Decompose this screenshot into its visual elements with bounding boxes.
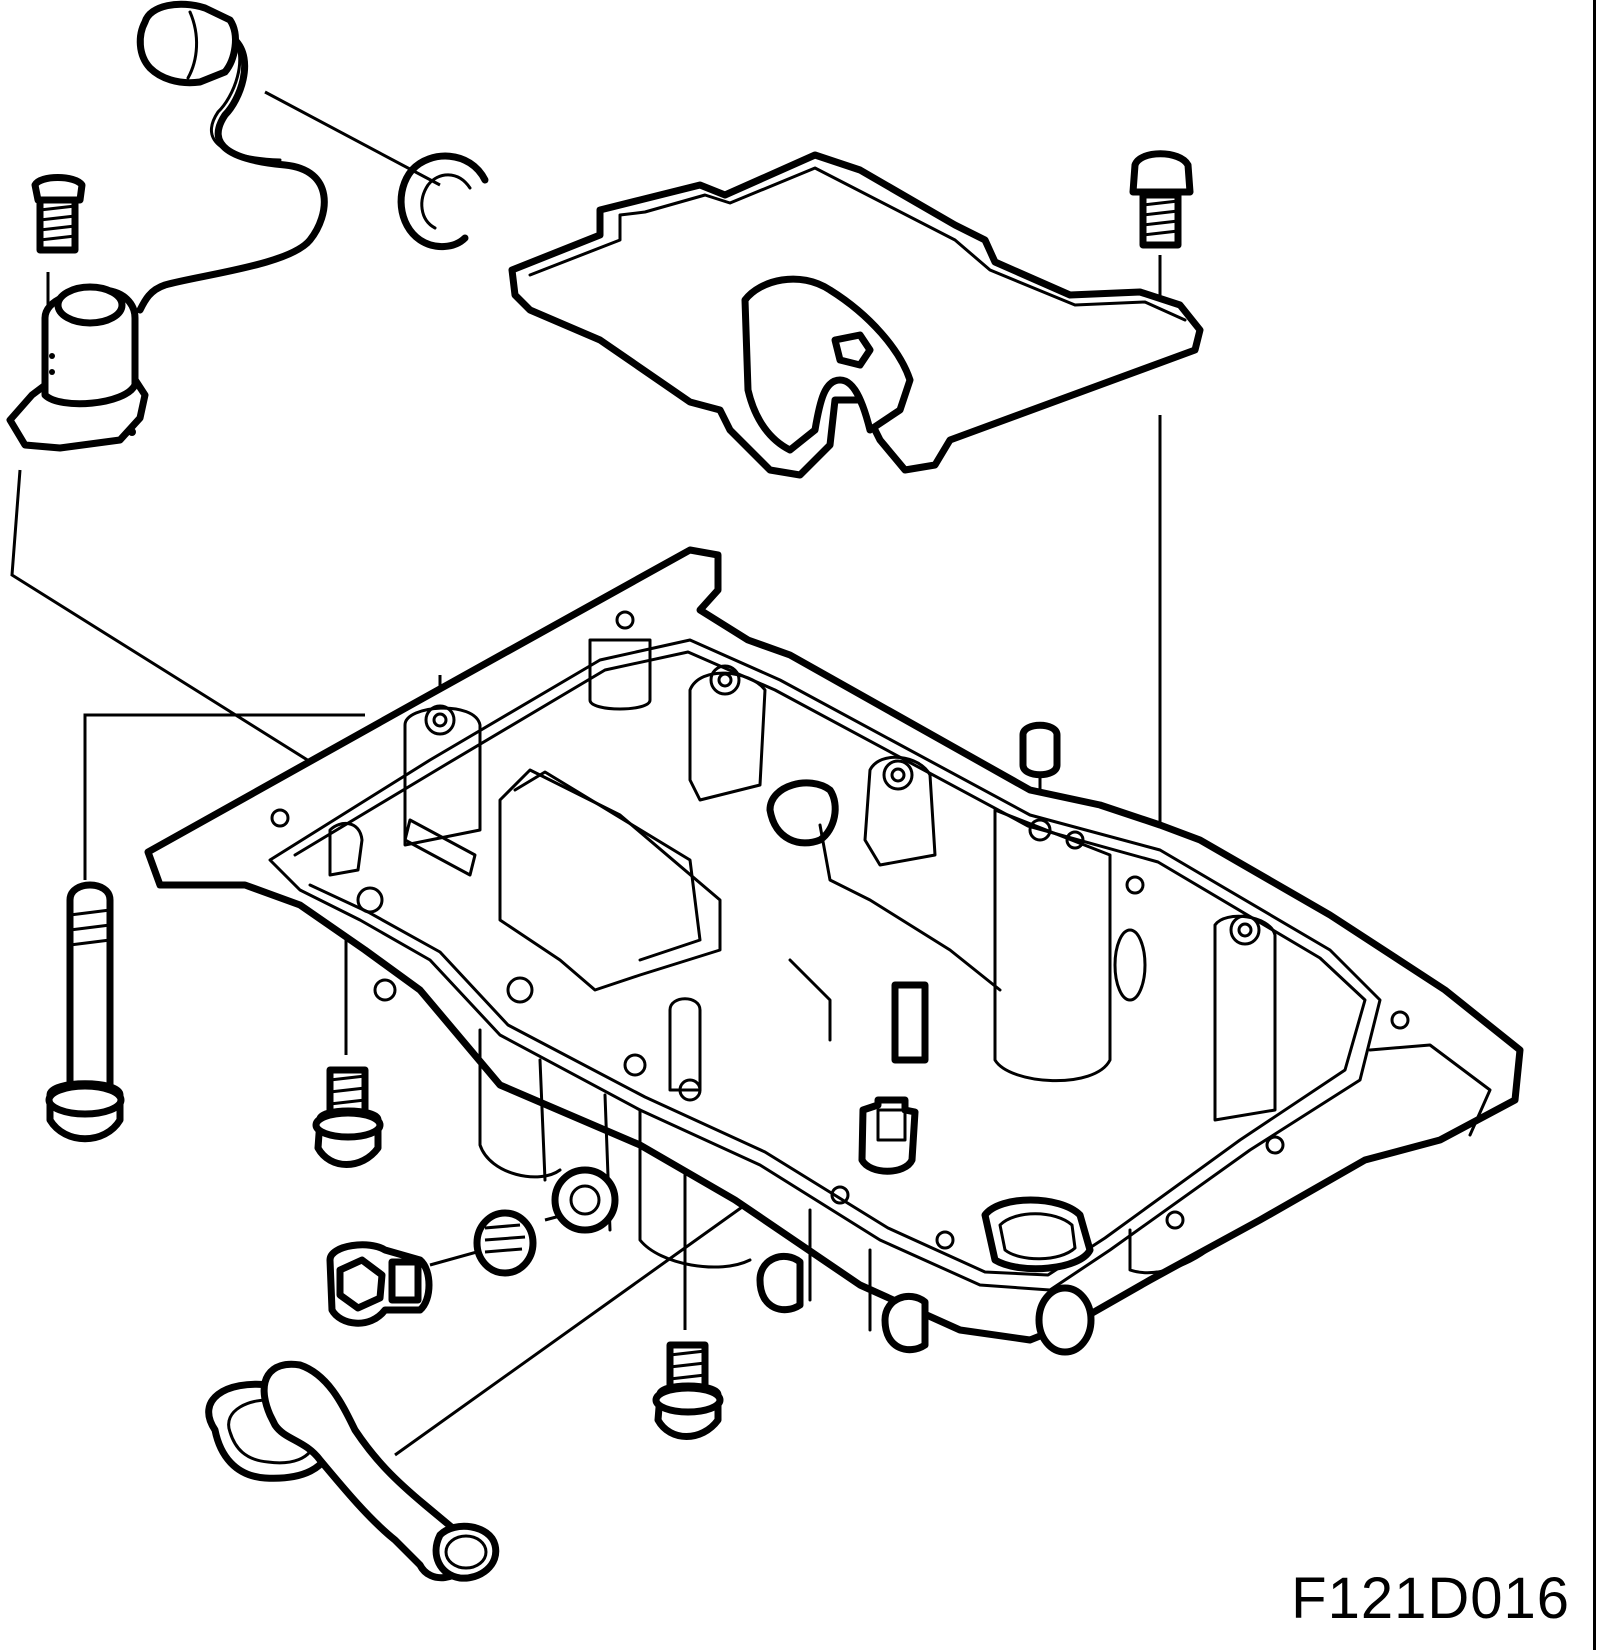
- short-bolt-left-icon: [312, 1066, 384, 1168]
- long-bolt-icon: [45, 881, 125, 1143]
- oil-pan: [144, 546, 1524, 1356]
- sensor-bolt-icon: [31, 174, 86, 254]
- retaining-clip-icon: [397, 152, 489, 250]
- drain-plug-icon: [326, 1241, 433, 1327]
- drain-seal-icon: [473, 1209, 537, 1277]
- oil-pickup-tube: [205, 1360, 500, 1582]
- oil-baffle-plate: [508, 151, 1204, 479]
- pan-plug-icon: [858, 1096, 919, 1175]
- short-bolt-center-icon: [652, 1341, 724, 1440]
- sensor-connector-icon: [136, 0, 239, 87]
- frame-border: [1593, 0, 1596, 1650]
- figure-code: F121D016: [1291, 1566, 1570, 1631]
- oil-level-sensor: [6, 0, 328, 452]
- dowel-sleeve-icon: [1019, 721, 1061, 779]
- baffle-bolt-icon: [1129, 150, 1194, 249]
